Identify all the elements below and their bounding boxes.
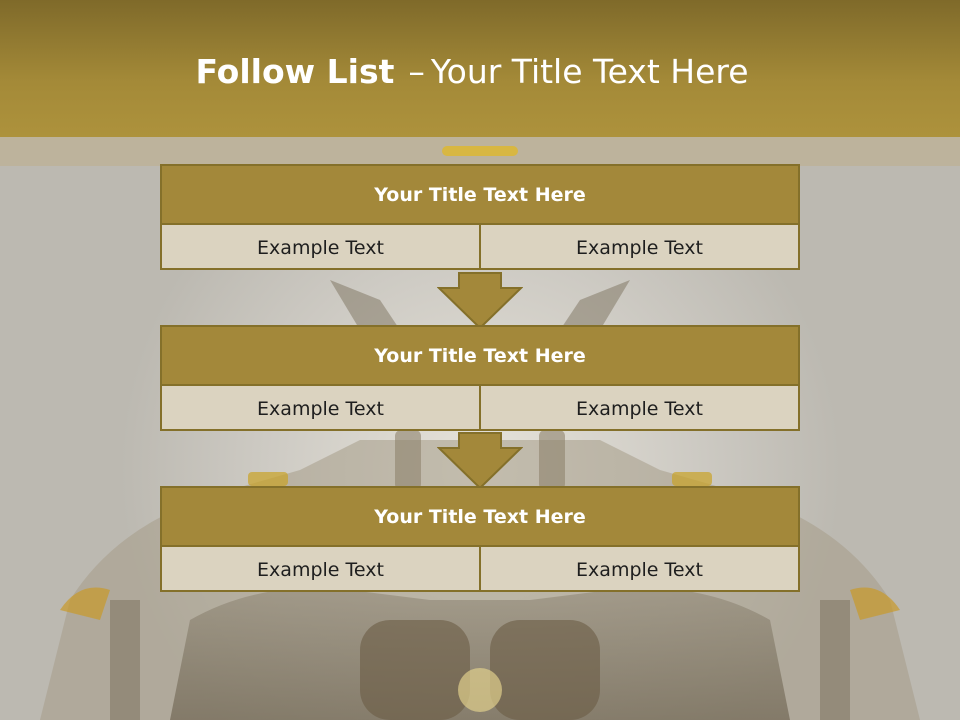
block-row: Example Text Example Text xyxy=(162,547,798,592)
block-cell-right: Example Text xyxy=(479,225,798,270)
block-cell-left: Example Text xyxy=(257,236,384,259)
block-title: Your Title Text Here xyxy=(162,488,798,547)
list-block-3: Your Title Text Here Example Text Exampl… xyxy=(160,486,800,592)
block-cell-left: Example Text xyxy=(257,397,384,420)
title-underband xyxy=(0,137,960,166)
slide-title-dash: – xyxy=(408,52,425,91)
top-light-accent xyxy=(442,146,518,156)
slide-title-rest: Your Title Text Here xyxy=(430,52,749,91)
block-row: Example Text Example Text xyxy=(162,386,798,431)
list-block-1: Your Title Text Here Example Text Exampl… xyxy=(160,164,800,270)
block-cell-left: Example Text xyxy=(257,558,384,581)
block-row: Example Text Example Text xyxy=(162,225,798,270)
list-block-2: Your Title Text Here Example Text Exampl… xyxy=(160,325,800,431)
slide-title: Follow List–Your Title Text Here xyxy=(0,52,944,91)
down-arrow-icon xyxy=(437,432,523,490)
block-cell-right: Example Text xyxy=(479,386,798,431)
slide-title-bold: Follow List xyxy=(195,52,395,91)
block-title: Your Title Text Here xyxy=(162,327,798,386)
title-bar xyxy=(0,0,960,137)
block-cell-right: Example Text xyxy=(479,547,798,592)
down-arrow-icon xyxy=(437,272,523,330)
block-title: Your Title Text Here xyxy=(162,166,798,225)
